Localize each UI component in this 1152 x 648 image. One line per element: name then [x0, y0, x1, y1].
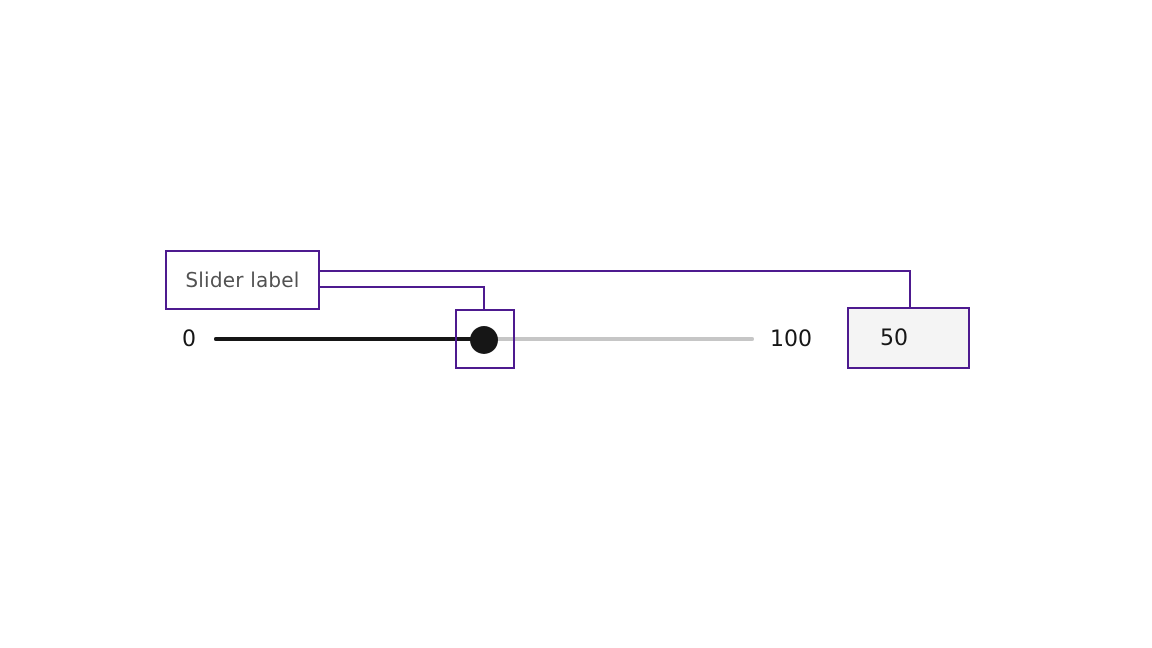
slider-min-label: 0 [182, 327, 196, 352]
slider-max-label: 100 [770, 327, 812, 352]
connector-label-to-input [320, 270, 911, 307]
slider-label: Slider label [185, 268, 300, 292]
slider-value-input[interactable] [847, 307, 970, 369]
thumb-annotation-box [455, 309, 515, 369]
connector-label-to-thumb [320, 286, 485, 309]
slider-label-box: Slider label [165, 250, 320, 310]
slider-track-fill [214, 337, 484, 341]
slider-thumb[interactable] [470, 326, 498, 354]
